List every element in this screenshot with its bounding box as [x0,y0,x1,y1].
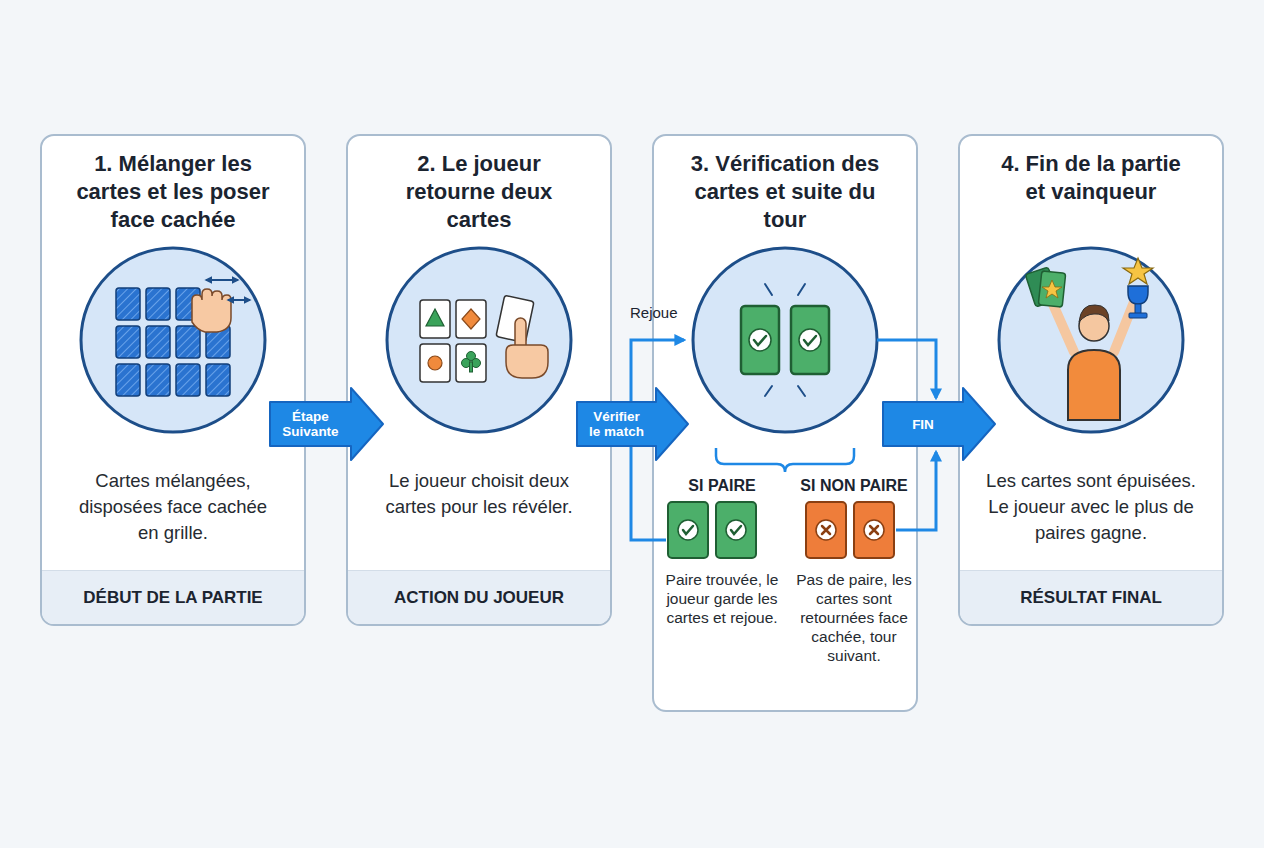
footer-band: DÉBUT DE LA PARTIE [42,570,304,624]
step-description: Cartes mélangées, disposées face cachée … [68,468,278,546]
loop-label: Rejoue [630,304,690,321]
branch-title: SI NON PAIRE [784,476,924,496]
branch-title: SI PAIRE [668,476,776,496]
step-title: 3. Vérification des cartes et suite du t… [685,150,885,234]
step-description: Le joueur choisit deux cartes pour les r… [366,468,592,520]
arrow-label: FIN [891,402,955,446]
footer-band: ACTION DU JOUEUR [348,570,610,624]
footer-band: RÉSULTAT FINAL [960,570,1222,624]
branch-description: Paire trouvée, le joueur garde les carte… [662,570,782,627]
footer-label: DÉBUT DE LA PARTIE [42,571,304,625]
step-title: 4. Fin de la partie et vainqueur [991,150,1191,206]
step-card: 3. Vérification des cartes et suite du t… [652,134,918,712]
step-card: 4. Fin de la partie et vainqueurLes cart… [958,134,1224,626]
step-card: 1. Mélanger les cartes et les poser face… [40,134,306,626]
step-title: 1. Mélanger les cartes et les poser face… [73,150,273,234]
branch-description: Pas de paire, les cartes sont retournées… [792,570,916,665]
arrow-label: Vérifier le match [588,402,646,446]
step-title: 2. Le joueur retourne deux cartes [379,150,579,234]
footer-label: ACTION DU JOUEUR [348,571,610,625]
step-card: 2. Le joueur retourne deux cartes Le joue… [346,134,612,626]
step-description: Les cartes sont épuisées. Le joueur avec… [978,468,1204,546]
footer-label: RÉSULTAT FINAL [960,571,1222,625]
arrow-label: Étape Suivante [279,402,343,446]
